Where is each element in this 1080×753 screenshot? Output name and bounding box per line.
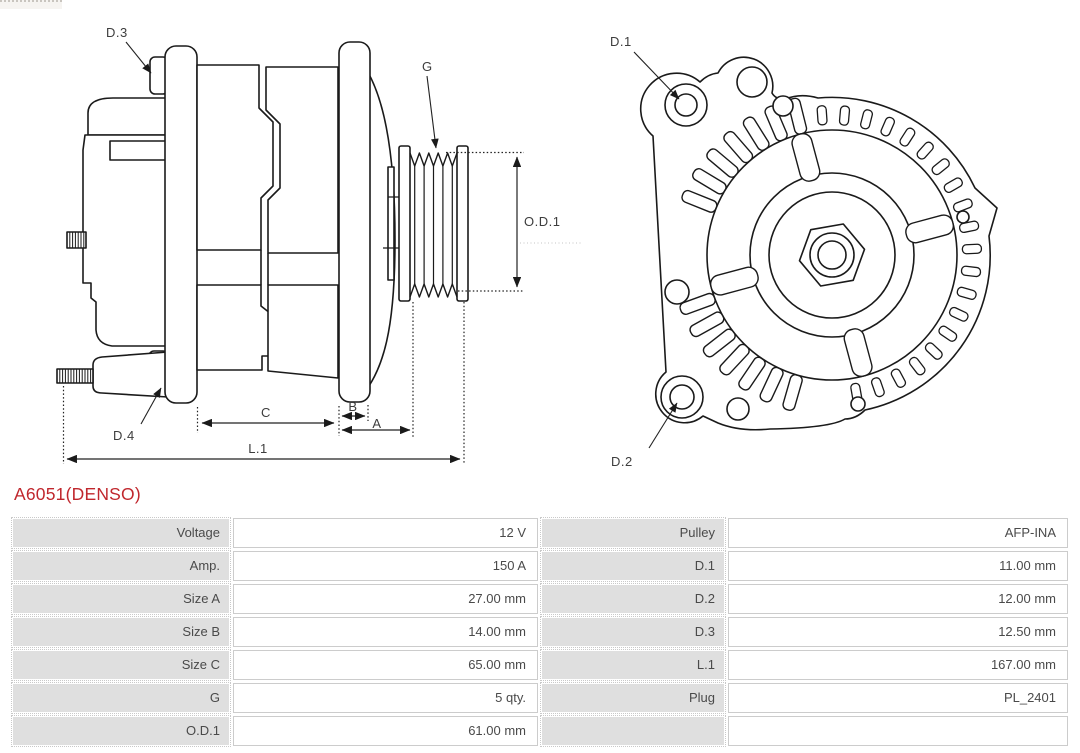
- spec-label-cell: D.3: [540, 616, 726, 648]
- right-small-hole: [956, 210, 970, 224]
- g-leader: [426, 75, 439, 149]
- spec-label-cell: G: [11, 682, 231, 714]
- part-number-title: A6051(DENSO): [14, 484, 141, 504]
- top-mount-hole: [736, 66, 768, 98]
- label-d4: D.4: [113, 428, 135, 443]
- spec-label-cell: D.1: [540, 550, 726, 582]
- spec-label-cell: Plug: [540, 682, 726, 714]
- shaft: [383, 166, 400, 281]
- terminal-stud: [56, 368, 94, 384]
- d2-leader: [648, 402, 678, 449]
- spec-label-cell: Amp.: [11, 550, 231, 582]
- front-view-labels: D.1 D.2: [610, 34, 633, 469]
- d1-leader: [633, 51, 680, 100]
- spec-label-cell: Voltage: [11, 517, 231, 549]
- side-view-dimensions: [62, 41, 582, 464]
- rear-housing: [56, 97, 173, 398]
- spec-value-cell: 5 qty.: [233, 683, 538, 713]
- page-edge-artifact: [0, 0, 62, 9]
- label-d1: D.1: [610, 34, 632, 49]
- spec-label-cell: Size B: [11, 616, 231, 648]
- label-c: C: [261, 405, 271, 420]
- b-plus-terminal: [92, 351, 169, 398]
- front-view-dimensions: [633, 51, 680, 449]
- d1-hole: [674, 93, 698, 117]
- label-od1: O.D.1: [524, 214, 560, 229]
- spec-label-cell: Pulley: [540, 517, 726, 549]
- spec-value-cell: 11.00 mm: [728, 551, 1068, 581]
- spec-value-cell: 65.00 mm: [233, 650, 538, 680]
- table-row: Size A 27.00 mm D.2 12.00 mm: [11, 583, 1068, 615]
- pulley: [398, 145, 469, 302]
- spec-value-cell: 167.00 mm: [728, 650, 1068, 680]
- d3-leader: [125, 41, 152, 74]
- table-row: Amp. 150 A D.1 11.00 mm: [11, 550, 1068, 582]
- label-b: B: [348, 399, 357, 414]
- spec-value-cell: 61.00 mm: [233, 716, 538, 746]
- spec-value-cell: PL_2401: [728, 683, 1068, 713]
- d4-leader: [140, 387, 162, 425]
- spec-value-cell: 27.00 mm: [233, 584, 538, 614]
- specifications-table: Voltage 12 V Pulley AFP-INA Amp. 150 A D…: [11, 517, 1068, 747]
- upper-small-hole: [772, 95, 794, 117]
- spec-value-cell: 12.00 mm: [728, 584, 1068, 614]
- left-mount-hole: [664, 279, 690, 305]
- side-view-labels: D.3 D.4 G O.D.1 C B A L.1: [106, 25, 560, 456]
- spec-label-cell: [540, 715, 726, 747]
- label-d3: D.3: [106, 25, 128, 40]
- spec-value-cell: 14.00 mm: [233, 617, 538, 647]
- spec-label-cell: Size C: [11, 649, 231, 681]
- table-row: O.D.1 61.00 mm: [11, 715, 1068, 747]
- label-a: A: [372, 416, 381, 431]
- lower-right-hole: [850, 396, 866, 412]
- label-l1: L.1: [248, 441, 268, 456]
- front-mounting-ear: [338, 41, 371, 403]
- table-row: G 5 qty. Plug PL_2401: [11, 682, 1068, 714]
- rear-mounting-ear: [164, 45, 198, 404]
- stator-body: [196, 64, 339, 379]
- lower-mount-hole: [726, 397, 750, 421]
- spec-value-cell: 12.50 mm: [728, 617, 1068, 647]
- table-row: Size B 14.00 mm D.3 12.50 mm: [11, 616, 1068, 648]
- spec-label-cell: O.D.1: [11, 715, 231, 747]
- spec-value-cell: AFP-INA: [728, 518, 1068, 548]
- label-d2: D.2: [611, 454, 633, 469]
- spec-value-cell: 150 A: [233, 551, 538, 581]
- table-row: Size C 65.00 mm L.1 167.00 mm: [11, 649, 1068, 681]
- table-row: Voltage 12 V Pulley AFP-INA: [11, 517, 1068, 549]
- side-view-drawing: [56, 41, 469, 404]
- spec-label-cell: L.1: [540, 649, 726, 681]
- label-g: G: [422, 59, 433, 74]
- spec-label-cell: Size A: [11, 583, 231, 615]
- alternator-technical-drawing: D.3 D.4 G O.D.1 C B A L.1: [56, 25, 998, 469]
- d2-hole: [669, 384, 695, 410]
- spec-label-cell: D.2: [540, 583, 726, 615]
- front-view-drawing: [639, 56, 998, 431]
- hub-nut-inner: [817, 240, 847, 270]
- spec-value-cell: 12 V: [233, 518, 538, 548]
- spec-value-cell: [728, 716, 1068, 746]
